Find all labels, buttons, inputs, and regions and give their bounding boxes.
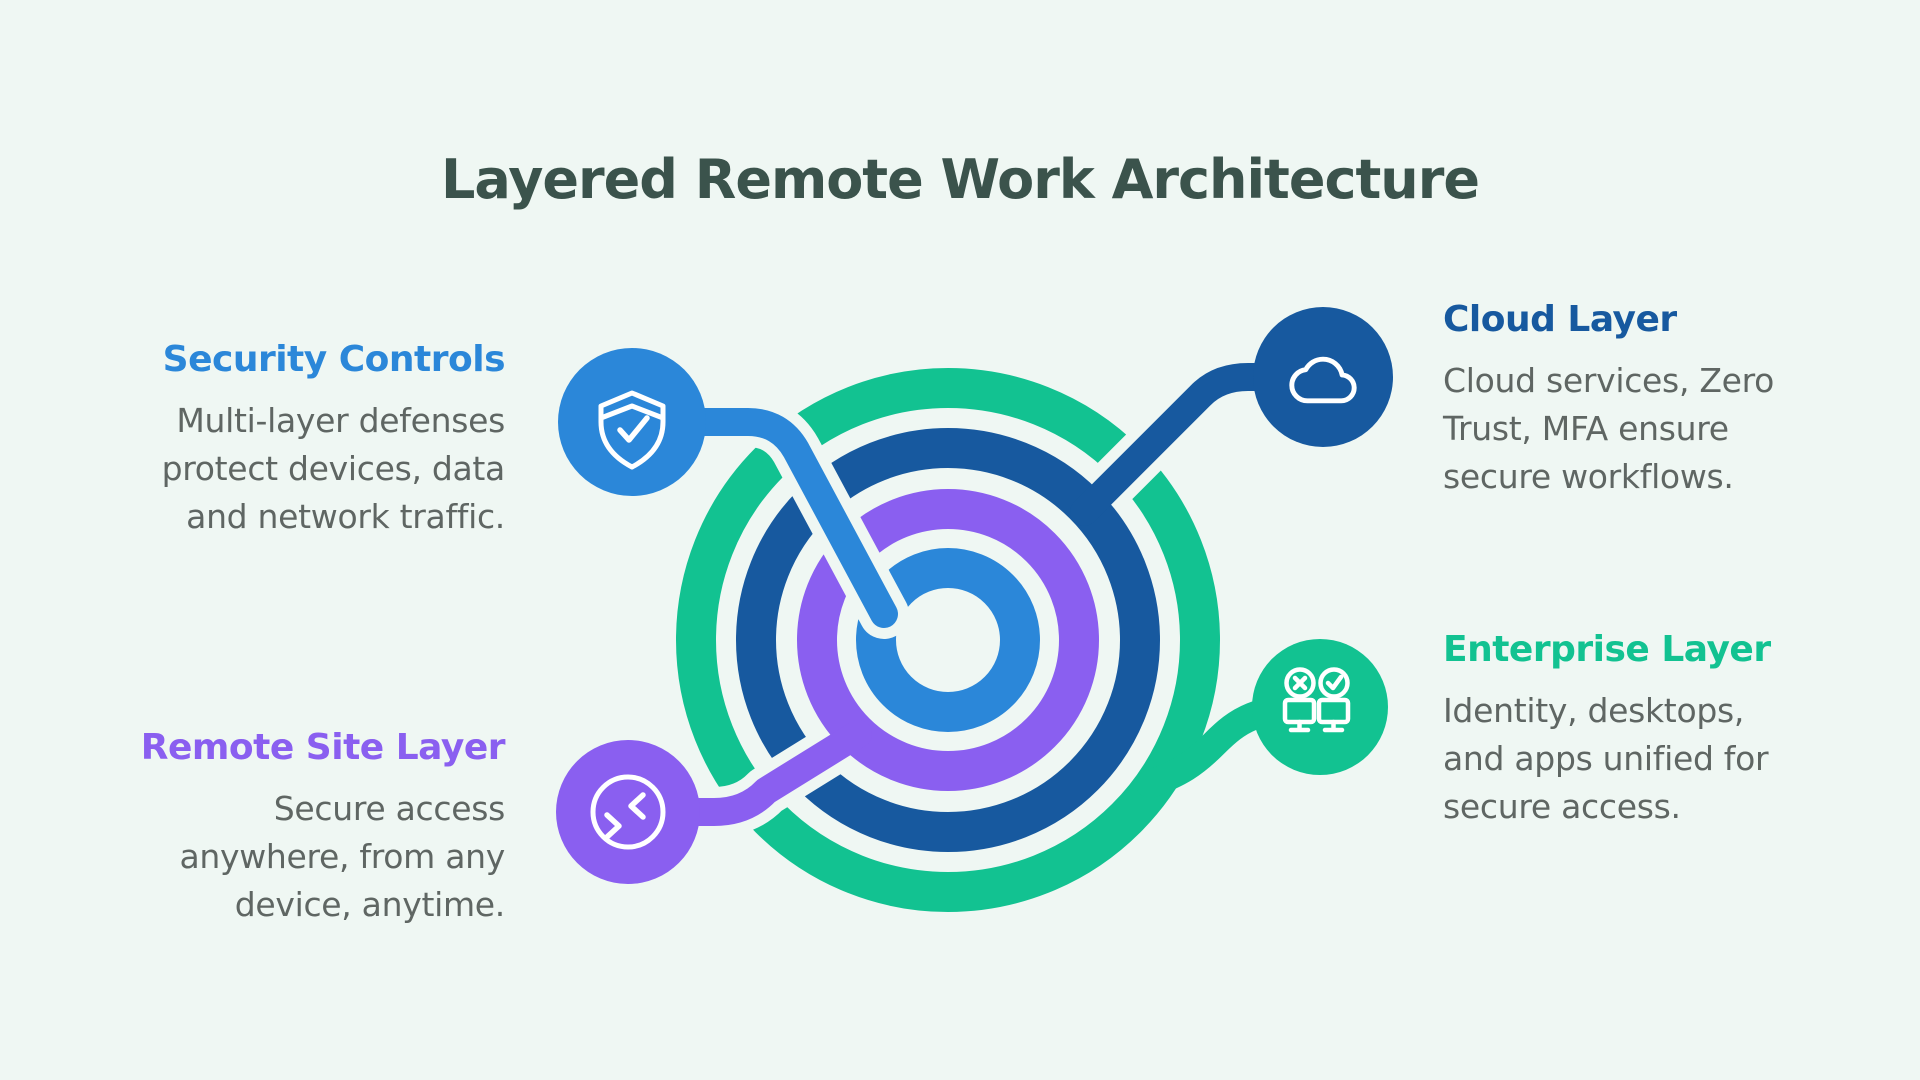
security-heading: Security Controls <box>162 339 506 380</box>
cloud-icon <box>1289 356 1357 404</box>
cloud-heading: Cloud Layer <box>1443 299 1677 340</box>
enterprise-heading: Enterprise Layer <box>1443 629 1771 670</box>
callout-security: Security Controls Multi-layer defenses p… <box>75 338 506 541</box>
shield-check-icon <box>598 390 666 470</box>
enterprise-ring <box>676 368 1220 912</box>
cloud-body-line: Trust, MFA ensure <box>1443 409 1729 449</box>
remote-site-heading: Remote Site Layer <box>140 727 506 768</box>
remote-site-body-line: Secure access <box>273 789 506 829</box>
cloud-ring <box>736 428 1160 852</box>
enterprise-body-line: and apps unified for <box>1443 739 1769 779</box>
security-connector <box>618 408 898 628</box>
remote-session-icon <box>590 774 666 850</box>
cloud-connector <box>1070 363 1337 526</box>
security-body: Multi-layer defenses protect devices, da… <box>75 397 506 541</box>
security-body-line: and network traffic. <box>186 497 505 537</box>
cloud-node <box>1253 307 1393 447</box>
remote-site-body: Secure access anywhere, from any device,… <box>75 785 505 929</box>
cloud-body-line: secure workflows. <box>1443 457 1734 497</box>
remote-site-node <box>556 740 700 884</box>
enterprise-body: Identity, desktops, and apps unified for… <box>1443 687 1873 831</box>
page-title: Layered Remote Work Architecture <box>441 148 1480 212</box>
security-body-line: Multi-layer defenses <box>176 401 505 441</box>
remote-connector <box>614 720 872 826</box>
enterprise-node <box>1252 639 1388 775</box>
monitors-check-icon <box>1282 667 1351 733</box>
callout-remote-site: Remote Site Layer Secure access anywhere… <box>75 726 506 929</box>
cloud-body: Cloud services, Zero Trust, MFA ensure s… <box>1443 357 1873 501</box>
security-ring <box>856 548 1040 732</box>
cloud-body-line: Cloud services, Zero <box>1443 361 1775 401</box>
enterprise-body-line: Identity, desktops, <box>1443 691 1745 731</box>
remote-site-body-line: anywhere, from any <box>179 837 505 877</box>
security-node <box>558 348 706 496</box>
remote-site-body-line: device, anytime. <box>234 885 506 925</box>
callout-enterprise: Enterprise Layer Identity, desktops, and… <box>1443 628 1873 831</box>
remote-site-ring <box>797 489 1099 791</box>
callout-cloud: Cloud Layer Cloud services, Zero Trust, … <box>1443 298 1873 501</box>
security-body-line: protect devices, data <box>161 449 506 489</box>
enterprise-body-line: secure access. <box>1443 787 1681 827</box>
